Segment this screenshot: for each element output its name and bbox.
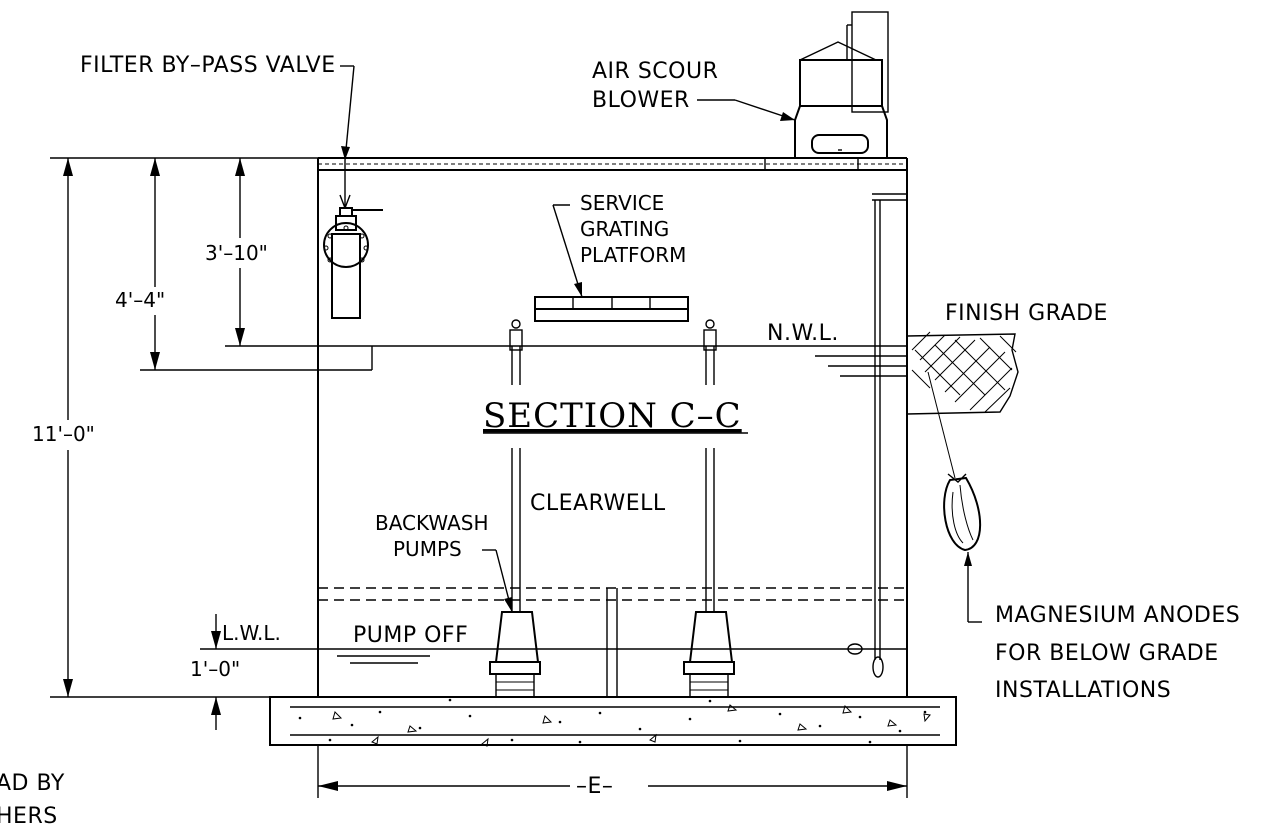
dim-3-10: 3'–10" <box>205 241 268 265</box>
text-labels: FILTER BY–PASS VALVE AIR SCOUR BLOWER SE… <box>0 53 1240 829</box>
pump-columns <box>489 319 735 698</box>
service-label-1: SERVICE <box>580 191 664 215</box>
foundation-slab <box>269 696 957 747</box>
anodes-label-3: INSTALLATIONS <box>995 678 1171 703</box>
anodes-label-1: MAGNESIUM ANODES <box>995 603 1240 628</box>
tank-structure <box>317 157 908 698</box>
width-dimension-label: –E– <box>576 774 613 799</box>
service-label-2: GRATING <box>580 217 669 241</box>
partial-note-1: AD BY <box>0 771 65 796</box>
finish-grade-label: FINISH GRADE <box>945 301 1108 326</box>
dim-11-0: 11'–0" <box>32 422 95 446</box>
leader-lines <box>340 65 796 613</box>
magnesium-anode <box>943 473 982 623</box>
air-scour-label-2: BLOWER <box>592 88 690 113</box>
dimension-lines <box>50 157 908 798</box>
service-label-3: PLATFORM <box>580 243 686 267</box>
filter-bypass-valve <box>323 160 383 319</box>
nwl-label: N.W.L. <box>767 321 839 346</box>
dim-1-0: 1'–0" <box>190 657 240 681</box>
water-level-lines <box>140 345 907 664</box>
partial-note-2: HERS <box>0 804 58 829</box>
air-scour-blower <box>794 11 889 159</box>
service-grating-platform <box>534 296 689 322</box>
air-scour-label-1: AIR SCOUR <box>592 59 718 84</box>
pump-off-label: PUMP OFF <box>353 623 468 648</box>
backwash-label-2: PUMPS <box>393 537 462 561</box>
section-title: SECTION C–C <box>483 396 742 436</box>
lwl-label: L.W.L. <box>222 621 281 645</box>
dim-4-4: 4'–4" <box>115 288 165 312</box>
clearwell-label: CLEARWELL <box>530 491 666 516</box>
filter-bypass-label: FILTER BY–PASS VALVE <box>80 53 336 78</box>
finish-grade-soil <box>906 331 1019 479</box>
anodes-label-2: FOR BELOW GRADE <box>995 641 1219 666</box>
level-switch <box>847 193 907 678</box>
backwash-label-1: BACKWASH <box>375 511 489 535</box>
